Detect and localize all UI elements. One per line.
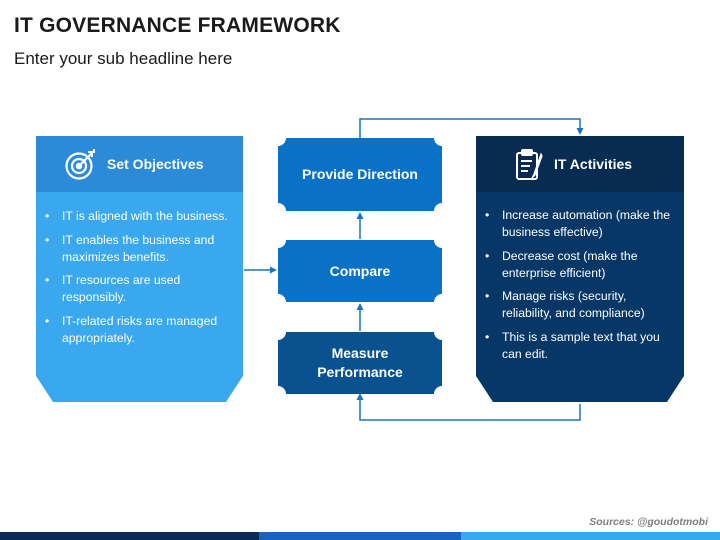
it-activities-header bbox=[476, 136, 684, 192]
clipboard-icon bbox=[516, 149, 543, 180]
list-item: IT enables the business and maximizes be… bbox=[38, 232, 238, 266]
compare-label: Compare bbox=[329, 262, 391, 279]
measure-performance-box bbox=[278, 332, 442, 394]
bottom-feedback-connector bbox=[356, 393, 581, 421]
slide-subtitle: Enter your sub headline here bbox=[14, 49, 233, 68]
compare-box bbox=[278, 240, 442, 302]
top-feedback-connector bbox=[359, 118, 584, 138]
it-activities-list: Increase automation (make the business e… bbox=[478, 207, 678, 369]
set-objectives-list: IT is aligned with the business. IT enab… bbox=[38, 208, 238, 353]
list-item: Decrease cost (make the enterprise effic… bbox=[478, 248, 678, 282]
it-activities-title: IT Activities bbox=[554, 156, 633, 172]
set-objectives-title: Set Objectives bbox=[107, 156, 204, 172]
set-objectives-header bbox=[36, 136, 243, 192]
provide-direction-label: Provide Direction bbox=[302, 166, 418, 182]
sources-note: Sources: @goudotmobi bbox=[589, 516, 708, 528]
bottom-accent-bar bbox=[0, 532, 720, 540]
slide-title: IT GOVERNANCE FRAMEWORK bbox=[14, 14, 341, 37]
list-item: IT is aligned with the business. bbox=[38, 208, 238, 225]
provide-direction-box bbox=[278, 138, 442, 211]
list-item: Increase automation (make the business e… bbox=[478, 207, 678, 241]
list-item: Manage risks (security, reliability, and… bbox=[478, 288, 678, 322]
list-item: This is a sample text that you can edit. bbox=[478, 329, 678, 363]
target-icon bbox=[65, 149, 95, 180]
list-item: IT-related risks are managed appropriate… bbox=[38, 313, 238, 347]
measure-performance-label: Measure Performance bbox=[317, 345, 403, 380]
list-item: IT resources are used responsibly. bbox=[38, 272, 238, 306]
